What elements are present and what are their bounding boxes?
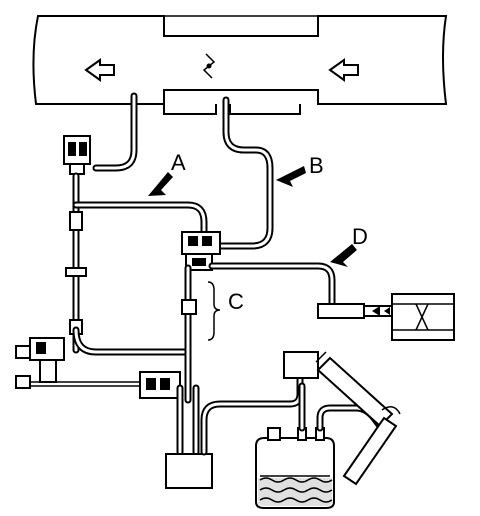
callout-label-a: A (171, 150, 186, 175)
callout-arrow-b-icon (276, 166, 306, 187)
callout-label-c: C (228, 289, 244, 314)
flow-arrow-left-icon (84, 58, 115, 82)
callout-arrow-d-icon (330, 244, 357, 267)
fluid-wave-icon (259, 477, 333, 503)
vsv-upper-left (63, 135, 91, 175)
actuator-assembly (317, 293, 455, 341)
callout-label-d: D (352, 224, 368, 249)
lower-left-sensors (15, 337, 140, 389)
flow-arrow-right-icon (328, 58, 359, 82)
callout-label-b: B (309, 153, 324, 178)
pump-bracket (315, 351, 401, 486)
throttle-valve-icon (202, 53, 216, 79)
vsv-lower-center (139, 371, 181, 399)
charcoal-canister (165, 453, 213, 489)
central-valve-cluster (181, 231, 221, 271)
callout-arrow-a-icon (148, 172, 173, 196)
reservoir-tank (255, 351, 335, 509)
intake-duct (32, 15, 448, 115)
